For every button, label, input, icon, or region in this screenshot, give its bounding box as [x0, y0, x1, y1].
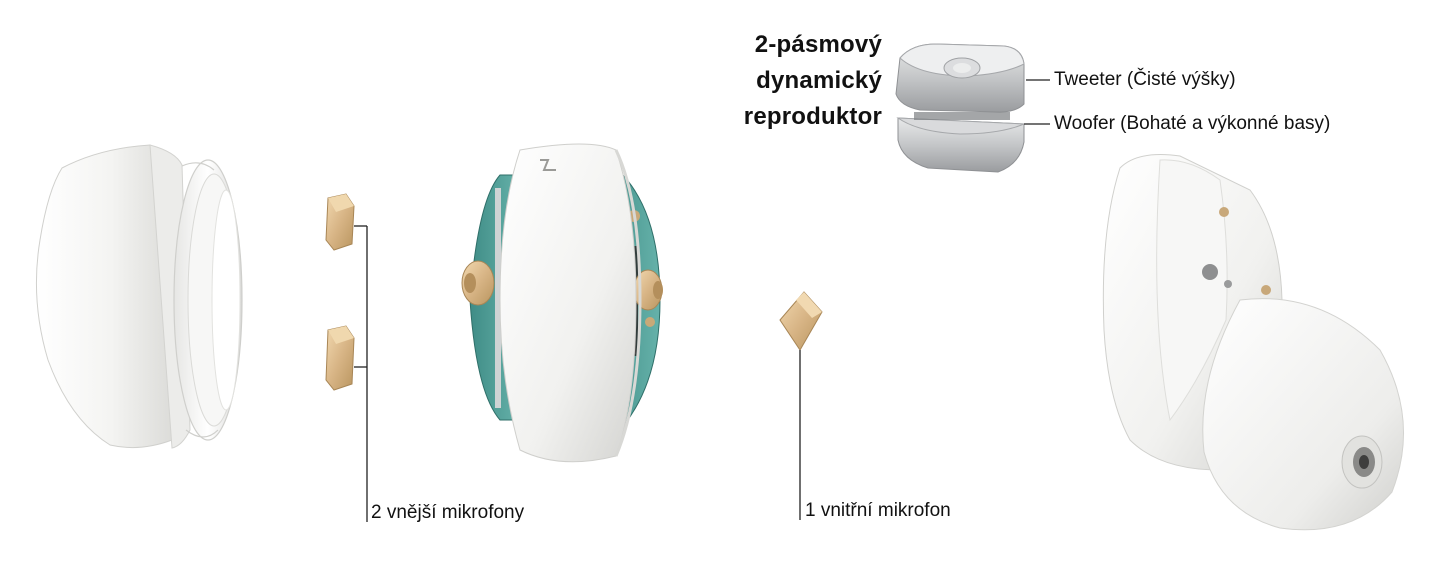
- outer-microphone-bottom: [325, 325, 355, 391]
- outer-microphone-top: [325, 193, 355, 251]
- speaker-leaders: [1024, 79, 1050, 125]
- inner-mic-label: 1 vnitřní mikrofon: [805, 500, 951, 521]
- speaker-title-line-1: 2-pásmový: [754, 31, 882, 58]
- speaker-title-line-3: reproduktor: [743, 103, 882, 130]
- outer-shell: [35, 144, 243, 449]
- circuit-board: [461, 143, 663, 463]
- ear-tip-housing: [1102, 154, 1404, 531]
- speaker-title-line-2: dynamický: [756, 67, 882, 94]
- speaker-unit: [895, 43, 1025, 173]
- inner-microphone: [779, 291, 823, 351]
- woofer-label: Woofer (Bohaté a výkonné basy): [1054, 113, 1331, 134]
- outer-mics-bracket: [354, 225, 368, 522]
- outer-mics-label: 2 vnější mikrofony: [371, 502, 525, 523]
- tweeter-label: Tweeter (Čisté výšky): [1054, 69, 1236, 90]
